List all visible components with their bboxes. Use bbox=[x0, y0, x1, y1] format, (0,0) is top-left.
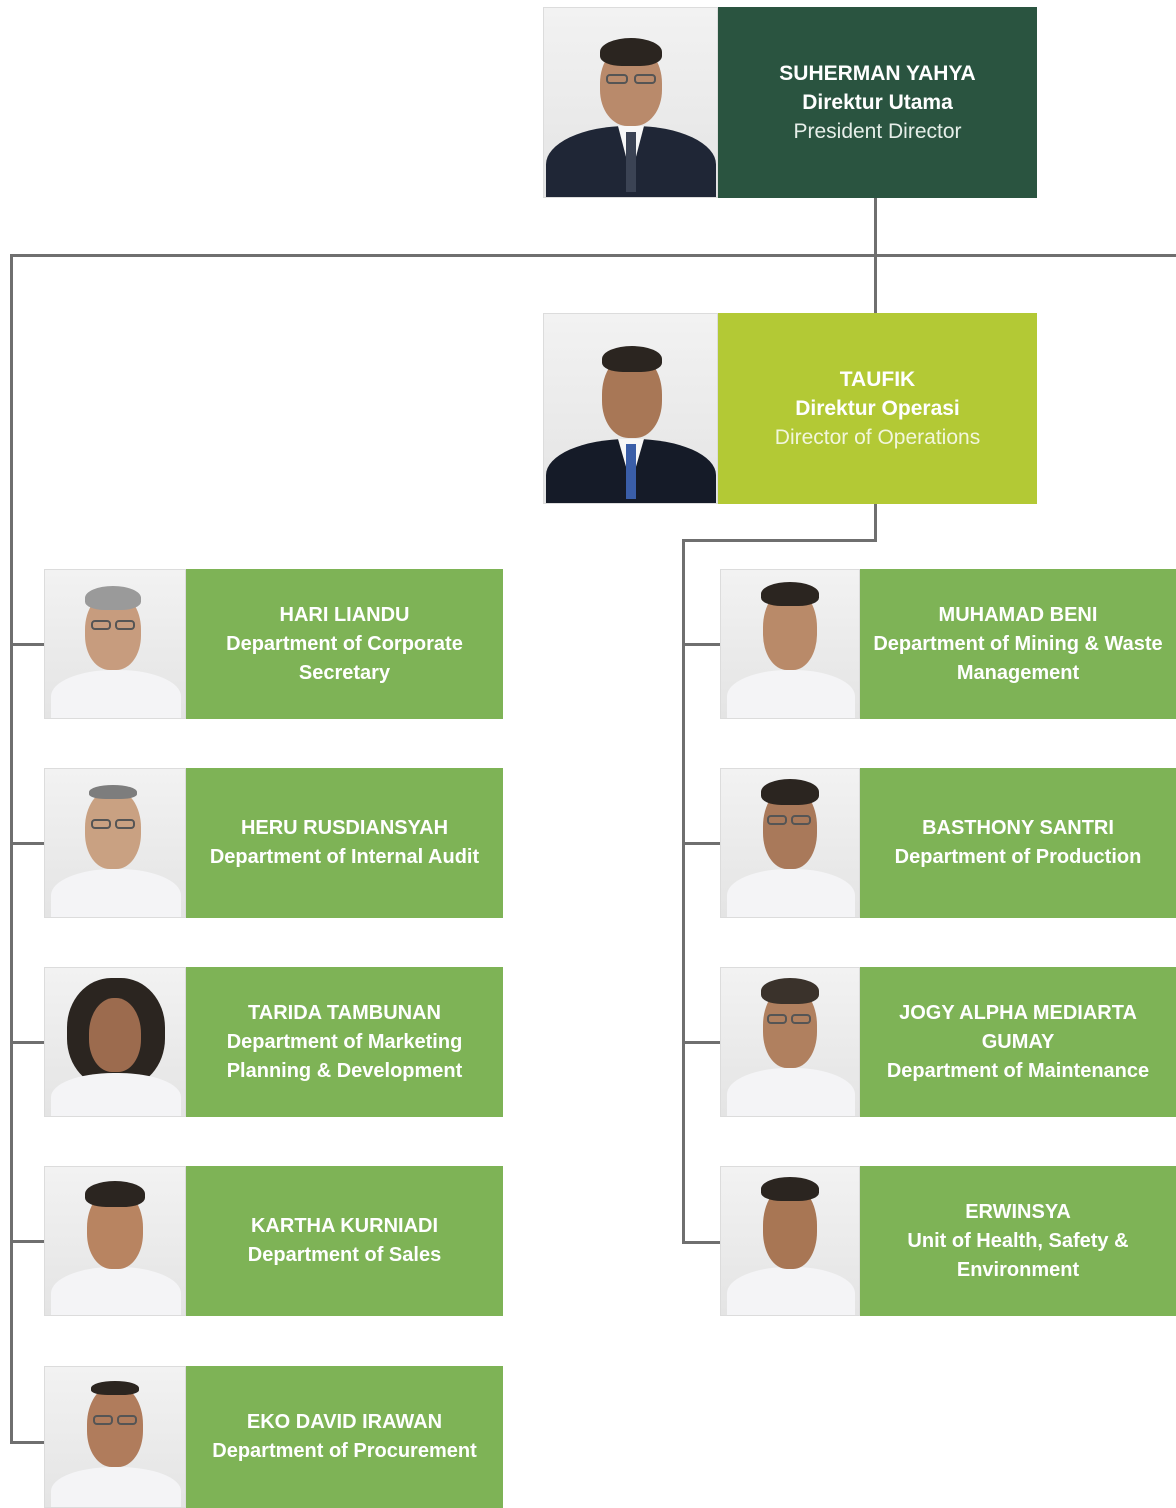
department-name: Department of Maintenance bbox=[886, 1059, 1150, 1082]
director-operations-photo bbox=[543, 313, 718, 504]
dept-card-hse: ERWINSYA Unit of Health, Safety & Enviro… bbox=[720, 1166, 1176, 1316]
connector-stub-right-4 bbox=[682, 1241, 720, 1244]
role-english: President Director bbox=[793, 120, 962, 143]
connector-stub-right-3 bbox=[682, 1041, 720, 1044]
person-name: SUHERMAN YAHYA bbox=[779, 62, 976, 85]
connector-right-vertical bbox=[682, 539, 685, 1244]
dept-info: EKO DAVID IRAWAN Department of Procureme… bbox=[186, 1366, 503, 1508]
president-director-photo bbox=[543, 7, 718, 198]
role-indonesian: Direktur Utama bbox=[802, 91, 953, 114]
person-name: EKO DAVID IRAWAN bbox=[246, 1411, 443, 1433]
dept-card-production: BASTHONY SANTRI Department of Production bbox=[720, 768, 1176, 918]
connector-stub-left-4 bbox=[10, 1240, 44, 1243]
dept-info: BASTHONY SANTRI Department of Production bbox=[860, 768, 1176, 918]
person-photo bbox=[44, 967, 186, 1117]
person-name: HERU RUSDIANSYAH bbox=[240, 817, 449, 839]
dept-info: JOGY ALPHA MEDIARTA GUMAY Department of … bbox=[860, 967, 1176, 1117]
connector-stub-left-3 bbox=[10, 1041, 44, 1044]
dept-info: HERU RUSDIANSYAH Department of Internal … bbox=[186, 768, 503, 918]
person-name: MUHAMAD BENI bbox=[938, 603, 1098, 626]
person-photo bbox=[44, 569, 186, 719]
dept-info: HARI LIANDU Department of Corporate Secr… bbox=[186, 569, 503, 719]
dept-card-procurement: EKO DAVID IRAWAN Department of Procureme… bbox=[44, 1366, 503, 1508]
connector-stub-left-1 bbox=[10, 643, 44, 646]
role-indonesian: Direktur Operasi bbox=[795, 397, 960, 420]
dept-card-mining-waste: MUHAMAD BENI Department of Mining & Wast… bbox=[720, 569, 1176, 719]
person-photo bbox=[44, 768, 186, 918]
connector-stub-left-5 bbox=[10, 1441, 44, 1444]
role-english: Director of Operations bbox=[774, 426, 981, 449]
dept-card-internal-audit: HERU RUSDIANSYAH Department of Internal … bbox=[44, 768, 503, 918]
connector-left-vertical bbox=[10, 254, 13, 1444]
department-name: Department of Production bbox=[894, 846, 1142, 868]
connector-horizontal-bus bbox=[10, 254, 1176, 257]
person-name: BASTHONY SANTRI bbox=[922, 817, 1114, 839]
president-director-card: SUHERMAN YAHYA Direktur Utama President … bbox=[543, 7, 1037, 198]
director-operations-info: TAUFIK Direktur Operasi Director of Oper… bbox=[718, 313, 1037, 504]
person-photo bbox=[720, 1166, 860, 1316]
person-name: JOGY ALPHA MEDIARTA GUMAY bbox=[899, 1001, 1137, 1053]
director-operations-card: TAUFIK Direktur Operasi Director of Oper… bbox=[543, 313, 1037, 504]
person-name: TAUFIK bbox=[839, 368, 916, 391]
dept-info: KARTHA KURNIADI Department of Sales bbox=[186, 1166, 503, 1316]
person-photo bbox=[720, 967, 860, 1117]
person-name: HARI LIANDU bbox=[279, 603, 410, 626]
president-director-info: SUHERMAN YAHYA Direktur Utama President … bbox=[718, 7, 1037, 198]
dept-info: MUHAMAD BENI Department of Mining & Wast… bbox=[860, 569, 1176, 719]
connector-stub-right-2 bbox=[682, 842, 720, 845]
department-name: Department of Corporate Secretary bbox=[226, 632, 463, 684]
dept-card-corporate-secretary: HARI LIANDU Department of Corporate Secr… bbox=[44, 569, 503, 719]
person-name: KARTHA KURNIADI bbox=[250, 1215, 439, 1237]
person-photo bbox=[44, 1366, 186, 1508]
person-photo bbox=[44, 1166, 186, 1316]
connector-stub-right-1 bbox=[682, 643, 720, 646]
connector-stub-left-2 bbox=[10, 842, 44, 845]
dept-info: TARIDA TAMBUNAN Department of Marketing … bbox=[186, 967, 503, 1117]
department-name: Department of Internal Audit bbox=[209, 846, 480, 868]
department-name: Department of Mining & Waste Management bbox=[873, 632, 1163, 684]
person-name: TARIDA TAMBUNAN bbox=[248, 1001, 441, 1024]
connector-ops-down bbox=[874, 503, 877, 540]
department-name: Department of Marketing Planning & Devel… bbox=[226, 1030, 463, 1082]
person-photo bbox=[720, 768, 860, 918]
person-photo bbox=[720, 569, 860, 719]
connector-ops-branch bbox=[682, 539, 877, 542]
department-name: Department of Procurement bbox=[212, 1440, 477, 1462]
dept-card-maintenance: JOGY ALPHA MEDIARTA GUMAY Department of … bbox=[720, 967, 1176, 1117]
department-name: Unit of Health, Safety & Environment bbox=[907, 1229, 1129, 1281]
dept-info: ERWINSYA Unit of Health, Safety & Enviro… bbox=[860, 1166, 1176, 1316]
dept-card-sales: KARTHA KURNIADI Department of Sales bbox=[44, 1166, 503, 1316]
department-name: Department of Sales bbox=[247, 1244, 442, 1266]
person-name: ERWINSYA bbox=[965, 1200, 1071, 1223]
dept-card-marketing: TARIDA TAMBUNAN Department of Marketing … bbox=[44, 967, 503, 1117]
